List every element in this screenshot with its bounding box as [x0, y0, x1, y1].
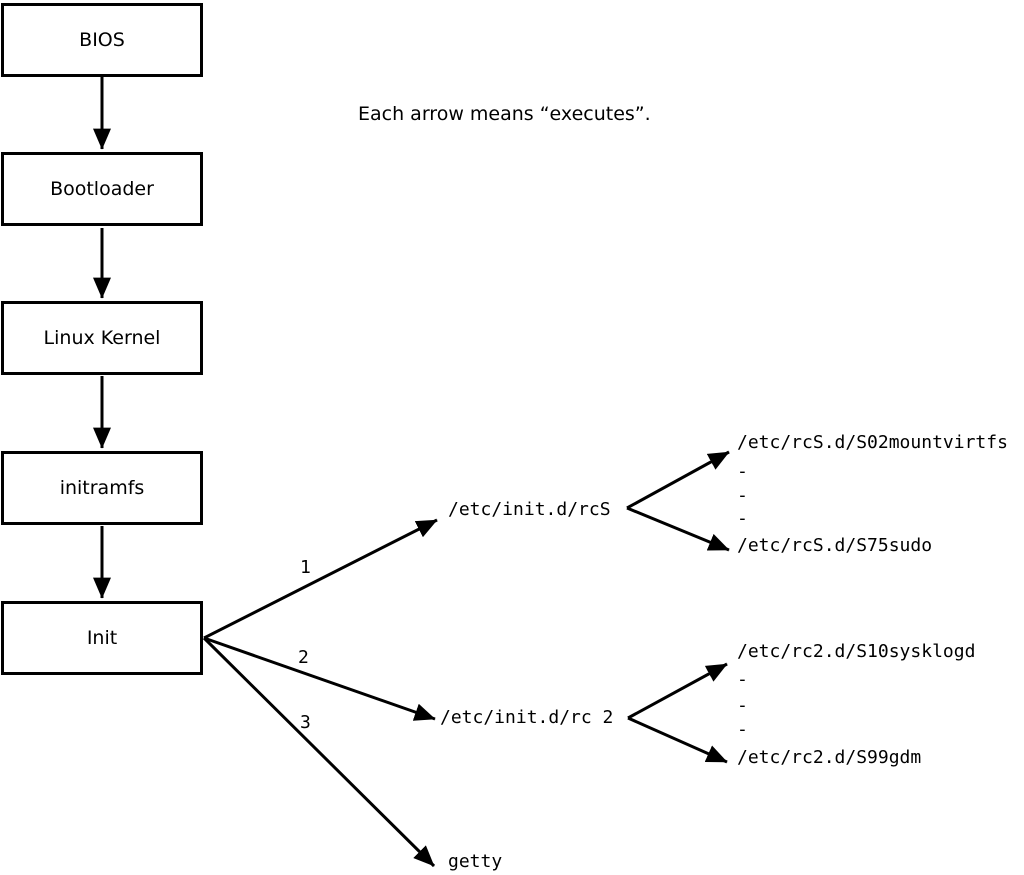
rc2-ellipsis-dash: - — [737, 695, 748, 716]
rc2-ellipsis-dash: - — [737, 719, 748, 740]
rcS-ellipsis-dash: - — [737, 508, 748, 529]
arrow-rcS-to-last-script — [626, 506, 730, 552]
box-initramfs-label: initramfs — [59, 476, 145, 499]
box-bios-label: BIOS — [79, 28, 125, 51]
arrow-rc2-to-first-script — [627, 662, 728, 720]
box-init-label: Init — [86, 626, 118, 649]
box-initramfs: initramfs — [1, 451, 203, 525]
rcS-child-first: /etc/rcS.d/S02mountvirtfs — [737, 432, 1008, 453]
box-linux-kernel-label: Linux Kernel — [43, 326, 161, 349]
arrow-rcS-to-first-script — [626, 450, 730, 510]
box-init: Init — [1, 601, 203, 675]
rcS-ellipsis-dash: - — [737, 461, 748, 482]
rc2-child-first: /etc/rc2.d/S10sysklogd — [737, 641, 976, 662]
note-arrow-meaning: Each arrow means “executes”. — [358, 103, 651, 125]
branch-number-2: 2 — [298, 647, 309, 668]
target-rc2-script: /etc/init.d/rc 2 — [440, 707, 614, 728]
branch-number-1: 1 — [300, 557, 311, 578]
target-rcS-script: /etc/init.d/rcS — [448, 499, 611, 520]
box-linux-kernel: Linux Kernel — [1, 301, 203, 375]
arrow-rc2-to-last-script — [627, 716, 728, 764]
target-getty: getty — [448, 851, 503, 872]
arrow-init-to-getty — [202, 636, 436, 868]
branch-number-3: 3 — [300, 712, 311, 733]
rcS-child-last: /etc/rcS.d/S75sudo — [737, 535, 933, 556]
box-bootloader-label: Bootloader — [50, 177, 154, 200]
rcS-ellipsis-dash: - — [737, 485, 748, 506]
arrow-init-to-rcS — [203, 518, 438, 640]
box-bootloader: Bootloader — [1, 152, 203, 226]
rc2-child-last: /etc/rc2.d/S99gdm — [737, 747, 922, 768]
box-bios: BIOS — [1, 3, 203, 77]
rc2-ellipsis-dash: - — [737, 669, 748, 690]
arrow-init-to-rc2 — [203, 636, 436, 721]
